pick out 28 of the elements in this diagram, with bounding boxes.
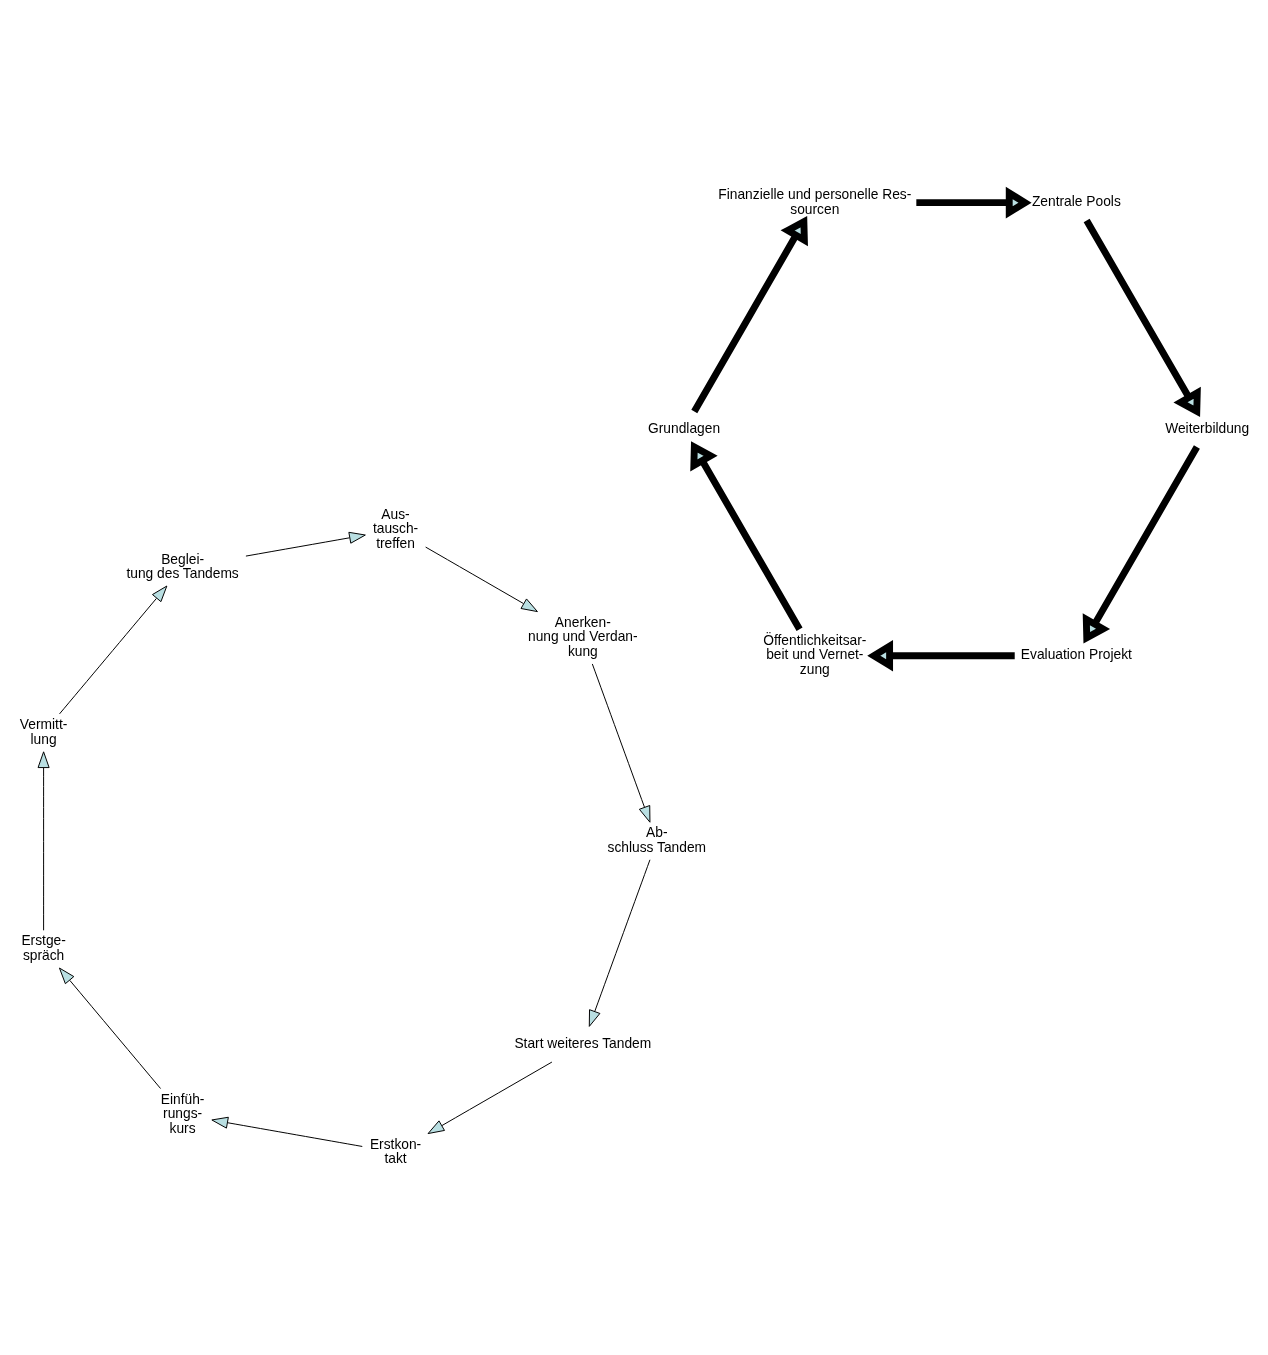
node-text: Beglei- tung des Tandems: [126, 551, 239, 582]
node-text: Ab- schluss Tandem: [607, 825, 707, 856]
arrow: [691, 215, 808, 414]
node-text: Evaluation Projekt: [1020, 647, 1132, 663]
arrow: [588, 859, 651, 1027]
node-text: Start weiteres Tandem: [514, 1035, 652, 1051]
node-text: Erstge- spräch: [21, 933, 66, 964]
node-text: Aus- tausch- treffen: [372, 506, 419, 552]
node-text: Einfüh- rungs- kurs: [160, 1091, 205, 1137]
node-text: Finanzielle und personelle Res- sourcen: [718, 186, 912, 217]
arrow: [58, 967, 162, 1090]
node-text: Grundlagen: [648, 420, 721, 436]
arrow: [690, 441, 803, 631]
node-text: Anerken- nung und Verdan- kung: [528, 614, 638, 660]
arrow: [427, 1061, 553, 1135]
arrow: [59, 585, 168, 715]
node-text: Erstkon- takt: [369, 1136, 422, 1167]
arrow: [211, 1116, 363, 1147]
arrow: [591, 663, 651, 823]
arrow: [1082, 445, 1200, 644]
arrow: [37, 751, 50, 931]
arrow: [1083, 218, 1201, 417]
arrow: [245, 531, 366, 557]
node-text: Weiterbildung: [1165, 420, 1250, 436]
arrow: [425, 546, 538, 613]
node-text: Zentrale Pools: [1031, 194, 1121, 210]
node-text: Vermitt- lung: [19, 717, 68, 747]
node-text: Öffentlichkeitsar- beit und Vernet- zung: [763, 632, 867, 678]
